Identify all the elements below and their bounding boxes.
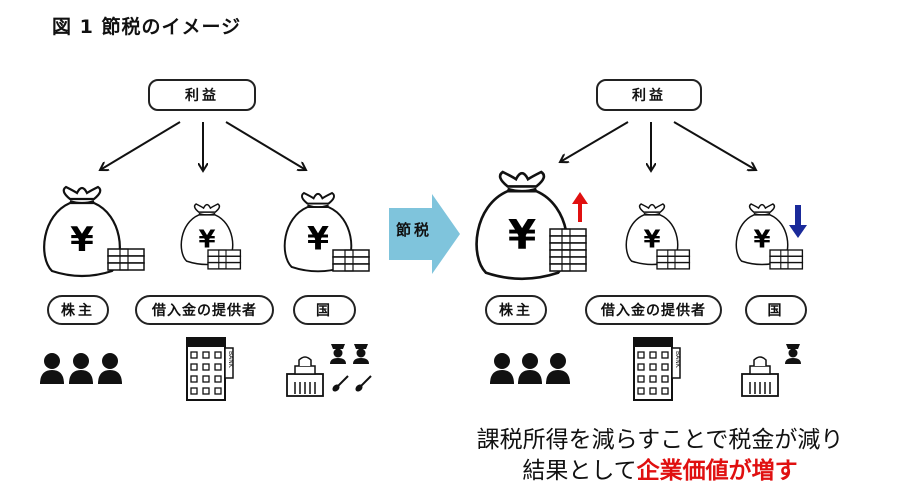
transition-arrow-icon (389, 194, 460, 274)
cash-stack-icon (207, 249, 242, 270)
bank-building-icon: BANK (633, 337, 681, 401)
cash-stack-icon (332, 249, 370, 272)
before-label-state: 国 (293, 295, 356, 325)
before-arrows (100, 121, 306, 171)
bank-building-icon: BANK (186, 337, 234, 401)
cash-stack-icon (549, 228, 587, 272)
before-label-shareholders: 株主 (47, 295, 109, 325)
after-label-lenders: 借入金の提供者 (585, 295, 722, 325)
shareholders-icon (490, 353, 570, 384)
money-bag-icon: ¥ (43, 185, 121, 278)
arrow-to-shareholders (100, 121, 181, 170)
government-icon (741, 344, 801, 397)
shareholders-icon (40, 353, 122, 384)
cash-stack-icon (769, 249, 804, 270)
government-icon (286, 344, 372, 397)
cash-stack-icon (107, 248, 145, 271)
svg-text:¥: ¥ (70, 220, 94, 260)
money-bag-icon: ¥ (283, 192, 353, 273)
caption-prefix: 結果として (522, 458, 637, 484)
svg-text:¥: ¥ (753, 225, 770, 254)
increase-arrow-icon (572, 192, 588, 222)
svg-text:BANK: BANK (227, 351, 234, 369)
money-bag-icon: ¥ (475, 170, 569, 281)
transition-label: 節税 (396, 221, 433, 239)
arrow-to-state (225, 121, 306, 170)
caption-line-1: 課税所得を減らすことで税金が減り (476, 427, 844, 453)
caption-line-2: 結果として企業価値が増す (410, 456, 900, 487)
after-arrows (560, 121, 756, 171)
arrow-to-shareholders (560, 121, 629, 162)
money-bag-icon: ¥ (625, 203, 679, 266)
money-bag-icon: ¥ (735, 203, 789, 266)
after-label-state: 国 (745, 295, 807, 325)
before-label-lenders: 借入金の提供者 (135, 295, 274, 325)
cash-stack-icon (656, 249, 691, 270)
svg-text:¥: ¥ (643, 225, 660, 254)
money-bag-icon: ¥ (180, 203, 234, 266)
svg-text:¥: ¥ (198, 225, 215, 254)
before-profit-box: 利益 (148, 79, 256, 111)
arrow-to-state (673, 121, 756, 170)
after-label-shareholders: 株主 (485, 295, 547, 325)
svg-text:¥: ¥ (307, 221, 329, 257)
svg-text:BANK: BANK (674, 351, 681, 369)
svg-text:¥: ¥ (508, 211, 536, 259)
caption-highlight: 企業価値が増す (636, 458, 798, 484)
figure-title: 図 1 節税のイメージ (52, 16, 242, 38)
decrease-arrow-icon (789, 205, 807, 238)
after-profit-box: 利益 (596, 79, 702, 111)
